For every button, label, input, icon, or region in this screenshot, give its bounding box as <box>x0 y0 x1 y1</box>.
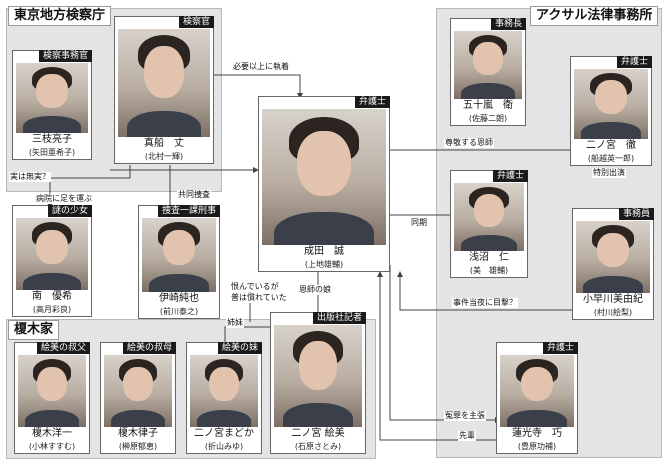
card-ninomiya-emi[interactable]: 出版社記者 二ノ宮 絵美 (石原さとみ) <box>270 312 366 454</box>
actor-name: (小林すすむ) <box>28 442 76 451</box>
role-badge: 事務長 <box>490 18 526 30</box>
actor-name: (矢田亜希子) <box>28 148 76 157</box>
edge-label-special-appearance: 特別出演 <box>592 168 626 178</box>
card-naruta[interactable]: 弁護士 成田 誠 (上地雄輔) <box>258 96 390 272</box>
edge-naruta-renkoji <box>389 265 501 423</box>
role-badge: 絵美の叔母 <box>122 342 176 354</box>
character-name: 五十嵐 衛 <box>463 100 513 111</box>
edge-label-obsession: 必要以上に執着 <box>232 62 290 72</box>
actor-name: (村川絵梨) <box>593 308 633 317</box>
edge-label-sisters: 姉妹 <box>226 318 244 328</box>
portrait <box>18 355 86 427</box>
portrait <box>142 218 216 292</box>
card-kobayakawa[interactable]: 事務員 小早川美由紀 (村川絵梨) <box>572 208 654 320</box>
character-name: 二ノ宮まどか <box>194 428 254 439</box>
actor-name: (北村一輝) <box>144 152 184 161</box>
role-badge: 絵美の妹 <box>217 342 262 354</box>
actor-name: (船越英一郎) <box>587 154 635 163</box>
character-name: 榎木洋一 <box>32 428 72 439</box>
role-badge: 事務員 <box>618 208 654 220</box>
edge-label-hospital: 病院に足を運ぶ <box>35 194 93 204</box>
group-title-law-firm: アクサル法律事務所 <box>530 6 659 26</box>
edge-label-joint-investigation: 共同捜査 <box>177 190 211 200</box>
portrait <box>16 218 88 290</box>
role-badge: 絵美の叔父 <box>36 342 90 354</box>
portrait <box>500 355 574 427</box>
portrait <box>274 325 362 427</box>
character-name: 二ノ宮 絵美 <box>291 428 345 439</box>
actor-name: (折山みゆ) <box>204 442 244 451</box>
role-badge: 弁護士 <box>542 342 578 354</box>
edge-sisters <box>224 326 282 345</box>
character-name: 真船 丈 <box>144 138 184 149</box>
edge-label-senior: 先輩 <box>458 431 476 441</box>
actor-name: (榊原郁恵) <box>118 442 158 451</box>
card-isaki[interactable]: 捜査一課刑事 伊崎純也 (前川泰之) <box>138 205 220 319</box>
role-badge: 弁護士 <box>492 170 528 182</box>
character-name: 伊崎純也 <box>159 293 199 304</box>
card-igarashi[interactable]: 事務長 五十嵐 衛 (佐藤二朗) <box>450 18 526 126</box>
actor-name: (上地雄輔) <box>304 260 344 269</box>
edge-label-same-year: 同期 <box>410 218 428 228</box>
card-minami[interactable]: 謎の少女 南 優希 (高月彩良) <box>12 205 92 317</box>
role-badge: 弁護士 <box>616 56 652 68</box>
card-ninomiya-madoka[interactable]: 絵美の妹 二ノ宮まどか (折山みゆ) <box>186 342 262 454</box>
edge-label-resent: 恨んでいるが <box>230 282 280 292</box>
card-ninomiya-toru[interactable]: 弁護士 二ノ宮 徹 (船越英一郎) <box>570 56 652 166</box>
character-name: 小早川美由紀 <box>583 294 643 305</box>
character-name: 蓮光寺 巧 <box>512 428 562 439</box>
edge-label-witness: 事件当夜に目撃？ <box>452 298 518 308</box>
character-name: 榎木律子 <box>118 428 158 439</box>
character-name: 南 優希 <box>32 291 72 302</box>
character-name: 二ノ宮 徹 <box>586 140 636 151</box>
role-badge: 検察官 <box>178 16 214 28</box>
edge-label-respected-mentor: 尊敬する恩師 <box>444 138 494 148</box>
role-badge: 謎の少女 <box>47 205 92 217</box>
edge-mafune-naruta <box>190 74 303 99</box>
edge-label-false-accusation: 冤罪を主張 <box>444 411 486 421</box>
role-badge: 弁護士 <box>354 96 390 108</box>
card-mafune[interactable]: 検察官 真船 丈 (北村一輝) <box>114 16 214 164</box>
portrait <box>454 31 522 99</box>
portrait <box>454 183 524 251</box>
card-enoki-yoichi[interactable]: 絵美の叔父 榎木洋一 (小林すすむ) <box>14 342 90 454</box>
edge-label-mentor-daughter: 恩師の娘 <box>298 285 332 295</box>
character-name: 三枝亮子 <box>32 134 72 145</box>
actor-name: (前川泰之) <box>159 307 199 316</box>
actor-name: (豊原功補) <box>517 442 557 451</box>
actor-name: (石原さとみ) <box>294 442 342 451</box>
edge-label-innocent: 実は無実？ <box>9 172 51 182</box>
edge-mafune-minami <box>47 165 131 209</box>
portrait <box>574 69 648 139</box>
card-sanjo[interactable]: 検察事務官 三枝亮子 (矢田亜希子) <box>12 50 92 160</box>
group-title-prosecutors: 東京地方検察庁 <box>8 6 112 26</box>
role-badge: 検察事務官 <box>38 50 92 62</box>
actor-name: (美 雄輔) <box>469 266 509 275</box>
card-renkoji[interactable]: 弁護士 蓮光寺 巧 (豊原功補) <box>496 342 578 454</box>
character-name: 浅沼 仁 <box>469 252 509 263</box>
character-name: 成田 誠 <box>304 246 344 257</box>
portrait <box>262 109 386 245</box>
edge-label-close-before: 普は慣れていた <box>230 293 288 303</box>
actor-name: (高月彩良) <box>32 305 72 314</box>
portrait <box>16 63 88 133</box>
card-enoki-ritsuko[interactable]: 絵美の叔母 榎木律子 (榊原郁恵) <box>100 342 176 454</box>
portrait <box>190 355 258 427</box>
portrait <box>118 29 210 137</box>
portrait <box>104 355 172 427</box>
role-badge: 捜査一課刑事 <box>157 205 220 217</box>
card-asanuma[interactable]: 弁護士 浅沼 仁 (美 雄輔) <box>450 170 528 278</box>
role-badge: 出版社記者 <box>312 312 366 324</box>
edge-kobayakawa-naruta <box>397 271 575 311</box>
portrait <box>576 221 650 293</box>
group-title-family: 榎木家 <box>8 320 60 340</box>
actor-name: (佐藤二朗) <box>468 114 508 123</box>
